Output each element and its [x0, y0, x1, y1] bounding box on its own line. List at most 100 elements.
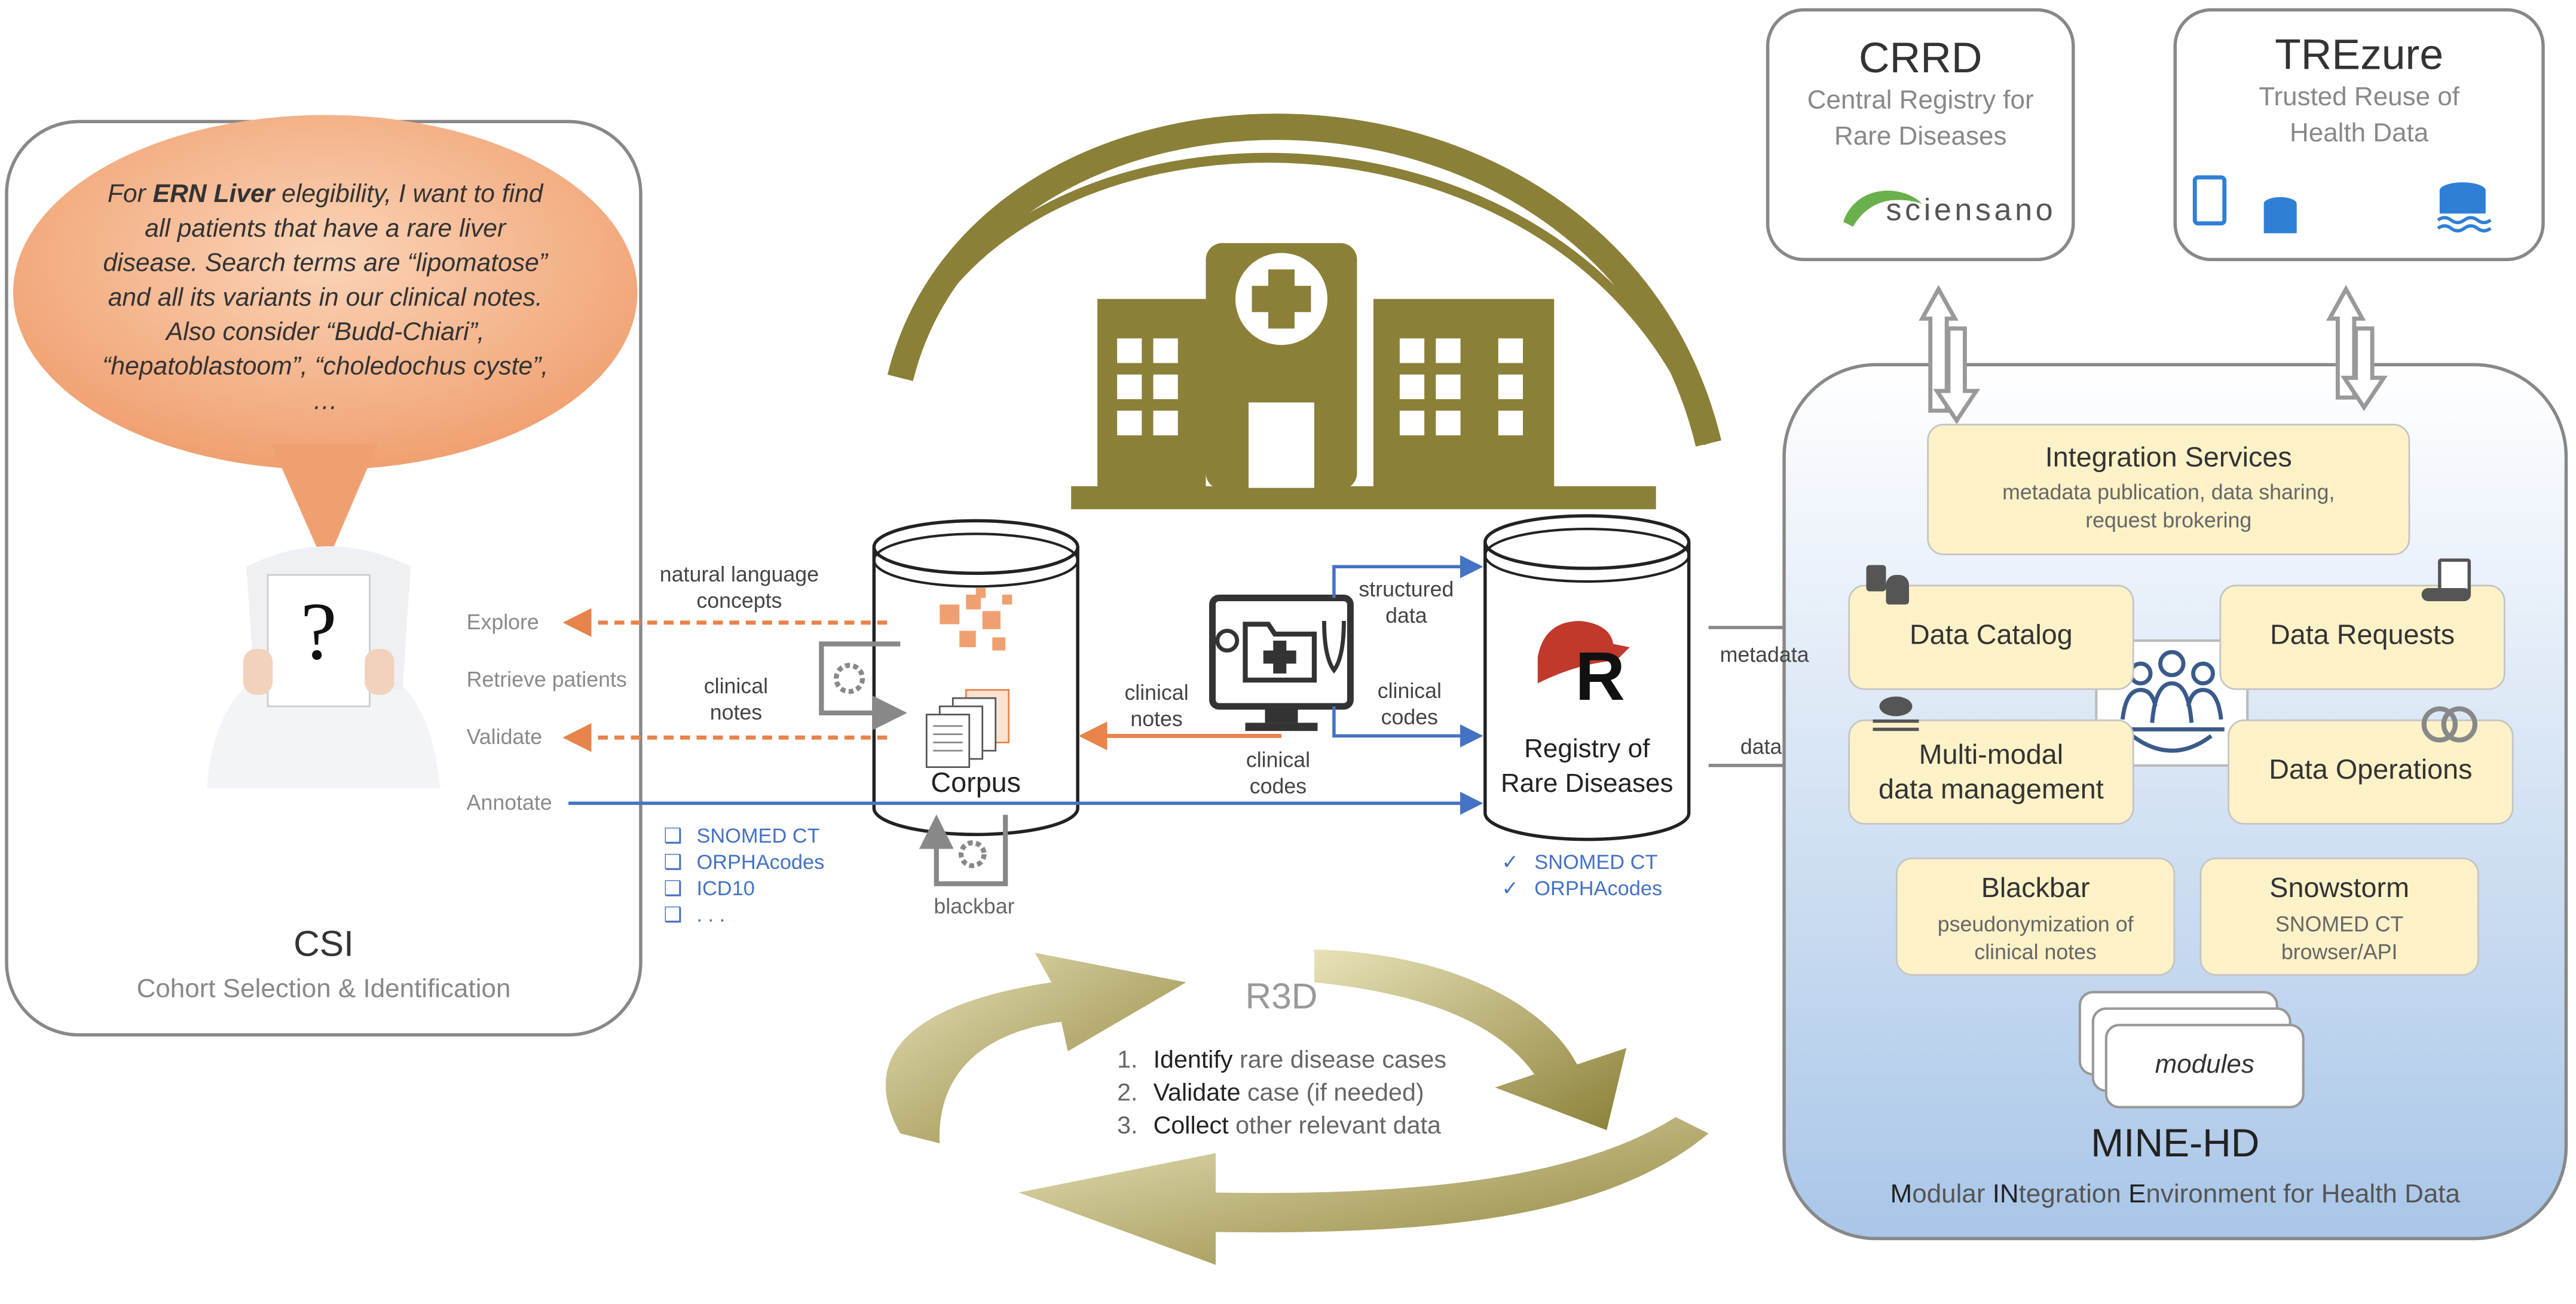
mine-sub-tegration: tegration [2018, 1181, 2129, 1210]
speech-bubble-tail [271, 443, 378, 567]
action-validate[interactable]: Validate [466, 724, 543, 749]
registry-label: Registry of Rare Diseases [1485, 733, 1689, 801]
clinical-notes-left-label: clinical notes [677, 674, 795, 725]
action-annotate[interactable]: Annotate [466, 790, 552, 815]
mine-sub-rest: nvironment for Health Data [2146, 1181, 2460, 1210]
list-item: ✓SNOMED CT [1501, 849, 1662, 876]
snowstorm-title: Snowstorm [2269, 872, 2410, 904]
mine-hd-panel [1782, 363, 2568, 1241]
mine-sub-in: IN [1992, 1181, 2019, 1210]
database-icon [1866, 559, 1909, 605]
r3d-title: R3D [1245, 975, 1318, 1017]
integration-services-sub-1: metadata publication, data sharing, [2002, 479, 2335, 504]
nl-concepts-label: natural language concepts [644, 562, 834, 613]
r3d-cycle-arrows [885, 949, 1709, 1265]
hospital-icon [887, 114, 1722, 510]
clinical-codes-mid-line-2: codes [1249, 773, 1307, 798]
registry-label-line-1: Registry of [1524, 736, 1650, 764]
nl-concepts-line-2: concepts [696, 587, 782, 613]
corpus-code-icd10: ICD10 [696, 877, 755, 901]
doctor-avatar [207, 546, 440, 789]
crrd-link-arrows [1919, 284, 1981, 424]
snowstorm-sub-2: browser/API [2281, 939, 2398, 965]
registry-logo-letter: R [1575, 637, 1625, 715]
sciensano-text: sciensano [1886, 194, 2057, 229]
trezure-subtitle-1: Trusted Reuse of [2259, 84, 2459, 112]
blackbar-box[interactable]: Blackbar pseudonymization of clinical no… [1895, 857, 2176, 976]
corpus-code-list: ❑SNOMED CT ❑ORPHAcodes ❑ICD10 ❑. . . [663, 823, 824, 928]
modules-stack [2078, 991, 2305, 1109]
mine-hd-subtitle: Modular INtegration Environment for Heal… [1784, 1181, 2566, 1210]
corpus-code-orpha: ORPHAcodes [696, 850, 825, 874]
speech-text: For ERN Liver elegibility, I want to fin… [99, 177, 552, 419]
trezure-link-arrows [2326, 284, 2388, 411]
documents-icon [925, 689, 1010, 769]
concepts-icon [940, 588, 1012, 651]
r3d-step-text: case (if needed) [1240, 1079, 1424, 1107]
r3d-step-number: 1. [1117, 1046, 1138, 1075]
trezure-title: TREzure [2275, 29, 2444, 79]
crrd-title: CRRD [1858, 32, 1983, 82]
r3d-step-number: 3. [1117, 1112, 1138, 1140]
snowstorm-box[interactable]: Snowstorm SNOMED CT browser/API [2199, 857, 2479, 976]
data-requests-box[interactable]: Data Requests [2219, 584, 2505, 690]
r3d-step: 2. Validate case (if needed) [1117, 1078, 1446, 1110]
crrd-subtitle-1: Central Registry for [1807, 87, 2034, 115]
clinical-notes-mid-line-1: clinical [1124, 679, 1189, 705]
corpus-feedback-loop [819, 641, 907, 730]
mine-sub-e: E [2128, 1181, 2146, 1210]
r3d-step: 3. Collect other relevant data [1117, 1110, 1446, 1143]
clinical-notes-mid-line-2: notes [1130, 705, 1183, 731]
metadata-label: metadata [1720, 642, 1809, 667]
crrd-panel [1766, 8, 2075, 262]
corpus-code-more: . . . [696, 903, 726, 927]
r3d-step-text: other relevant data [1228, 1112, 1441, 1140]
mine-sub-m: M [1890, 1181, 1913, 1210]
trezure-db-icon [2192, 175, 2297, 234]
structured-data-arrow [1332, 555, 1483, 598]
list-item: ❑ ICD10 [663, 876, 824, 902]
blackbar-loop [919, 814, 1008, 886]
checkbox-icon: ❑ [663, 877, 683, 901]
clinical-notes-left-line-2: notes [709, 699, 763, 724]
registry-code-list: ✓SNOMED CT ✓ORPHAcodes [1501, 849, 1662, 902]
clinical-codes-arrow [1332, 706, 1483, 748]
clipboard-icon [2421, 558, 2474, 608]
list-item: ❑ SNOMED CT [663, 823, 824, 849]
clinical-notes-mid-label: clinical notes [1097, 680, 1216, 731]
trezure-subtitle-2: Health Data [2290, 119, 2429, 148]
multimodal-title-2: data management [1879, 773, 2104, 805]
speech-text-part-1: For [107, 180, 153, 209]
ehr-computer-icon [1209, 595, 1354, 731]
data-requests-title: Data Requests [2270, 619, 2455, 651]
list-item: ❑ORPHAcodes [663, 849, 824, 876]
csi-title: CSI [293, 923, 354, 965]
data-label: data [1740, 734, 1782, 759]
check-icon: ✓ [1501, 877, 1519, 901]
registry-label-line-2: Rare Diseases [1501, 770, 1674, 798]
action-explore[interactable]: Explore [466, 609, 539, 634]
checkbox-icon: ❑ [663, 824, 683, 848]
sciensano-logo [1843, 190, 1922, 227]
r3d-steps: 1.Identify rare disease cases 2.Validate… [1117, 1045, 1446, 1143]
speech-text-emphasis: ERN Liver [152, 180, 275, 209]
r3d-step-verb: Collect [1153, 1112, 1229, 1140]
corpus-label: Corpus [931, 767, 1021, 798]
corpus-code-snomed: SNOMED CT [696, 824, 820, 848]
clinical-codes-right-line-1: clinical [1377, 678, 1442, 703]
action-retrieve-patients[interactable]: Retrieve patients [466, 666, 627, 692]
registry-database [1483, 514, 1691, 841]
trezure-stack-icon [2437, 182, 2492, 232]
r3d-step-number: 2. [1117, 1079, 1138, 1107]
clinical-notes-left-line-1: clinical [703, 673, 769, 699]
multimodal-box[interactable]: Multi-modal data management [1848, 719, 2134, 825]
integration-services-sub-2: request brokering [2085, 507, 2252, 532]
data-operations-title: Data Operations [2269, 754, 2473, 785]
r3d-step-verb: Validate [1153, 1079, 1241, 1107]
trezure-text: TREzure Trusted Reuse of Health Data [2175, 29, 2543, 151]
r3d-step-text: rare disease cases [1232, 1046, 1447, 1075]
integration-services-box[interactable]: Integration Services metadata publicatio… [1927, 424, 2410, 556]
mine-sub-odular: odular [1912, 1181, 1993, 1210]
